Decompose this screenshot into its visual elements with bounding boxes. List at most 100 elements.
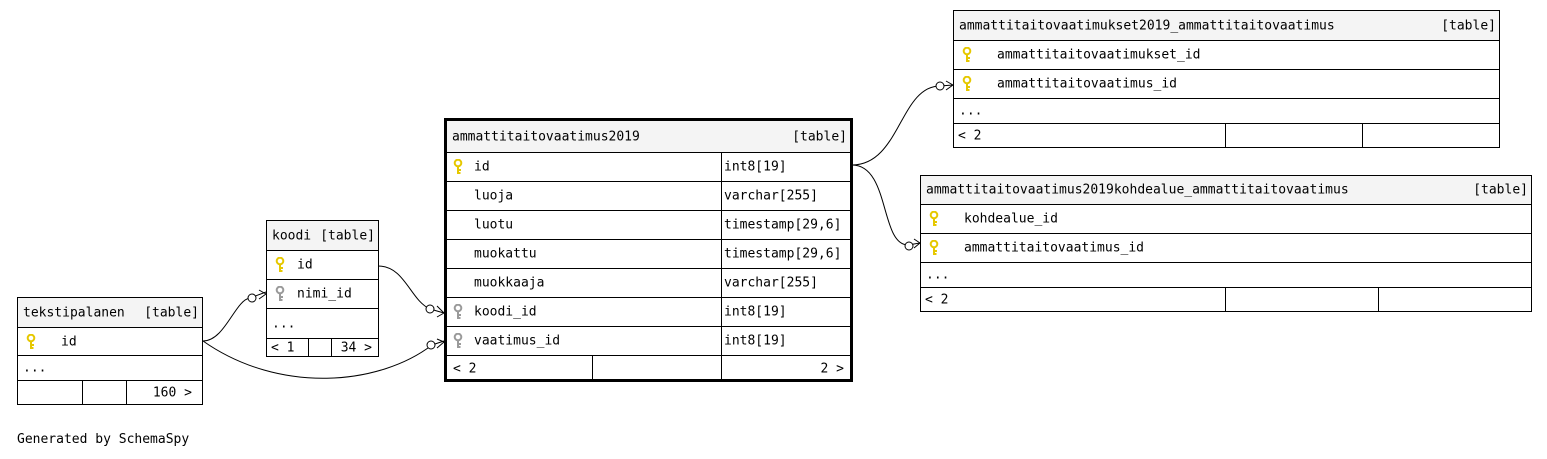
edge-koodi-to-main-many-marker bbox=[436, 305, 445, 318]
column-row-ammattitaitovaatimus-id[interactable]: ammattitaitovaatimus_id bbox=[954, 70, 1499, 99]
column-row-koodi-id[interactable]: koodi_id int8[19] bbox=[447, 298, 850, 327]
column-row-ammattitaitovaatimus-id[interactable]: ammattitaitovaatimus_id bbox=[921, 234, 1531, 263]
table-header[interactable]: ammattitaitovaatimus2019kohdealue_ammatt… bbox=[921, 176, 1531, 205]
table-header[interactable]: ammattitaitovaatimus2019 [table] bbox=[447, 121, 850, 153]
edge-tekstipalanen-to-koodi bbox=[202, 291, 267, 342]
edge-tekstipalanen-to-koodi-many-marker bbox=[258, 289, 267, 300]
column-row-id[interactable]: id bbox=[18, 328, 202, 356]
foreign-key-icon bbox=[453, 304, 463, 319]
parents-count[interactable]: < 2 bbox=[958, 128, 982, 144]
more-columns-row: ... bbox=[921, 263, 1531, 288]
edge-tekstipalanen-to-main-optional-marker bbox=[426, 340, 436, 350]
column-name: ammattitaitovaatimukset_id bbox=[997, 47, 1201, 63]
edge-main-to-mukset bbox=[851, 84, 954, 166]
primary-key-icon bbox=[929, 211, 939, 226]
table-header[interactable]: koodi [table] bbox=[267, 221, 378, 251]
column-row-kohdealue-id[interactable]: kohdealue_id bbox=[921, 205, 1531, 234]
primary-key-icon bbox=[26, 333, 36, 349]
table-footer: < 1 34 > bbox=[267, 339, 378, 357]
edge-koodi-to-main bbox=[377, 265, 445, 314]
edge-koodi-to-main-optional-marker bbox=[425, 304, 435, 314]
foreign-key-icon bbox=[275, 286, 285, 301]
column-name: koodi_id bbox=[474, 304, 537, 320]
table-name: ammattitaitovaatimus2019 bbox=[452, 129, 640, 144]
column-divider bbox=[721, 269, 722, 297]
column-row-ammattitaitovaatimukset-id[interactable]: ammattitaitovaatimukset_id bbox=[954, 41, 1499, 70]
children-count[interactable]: 160 > bbox=[152, 385, 192, 401]
parents-count[interactable]: < 2 bbox=[925, 292, 949, 308]
footer-divider bbox=[331, 339, 332, 357]
column-divider bbox=[721, 327, 722, 355]
primary-key-icon bbox=[962, 47, 972, 62]
more-columns-row: ... bbox=[267, 309, 378, 339]
footer-divider bbox=[592, 356, 593, 382]
footer-divider bbox=[1225, 124, 1226, 148]
column-row-id[interactable]: id bbox=[267, 251, 378, 280]
more-columns-ellipsis: ... bbox=[959, 103, 983, 119]
primary-key-icon bbox=[275, 257, 285, 272]
column-row-vaatimus-id[interactable]: vaatimus_id int8[19] bbox=[447, 327, 850, 356]
parents-count[interactable]: < 2 bbox=[453, 361, 477, 377]
table-name: tekstipalanen bbox=[23, 305, 125, 320]
column-name: id bbox=[474, 159, 490, 175]
column-name: id bbox=[297, 257, 313, 273]
column-name: muokkaaja bbox=[474, 275, 545, 291]
table-kind-label: [table] bbox=[320, 228, 375, 243]
column-type: int8[19] bbox=[724, 159, 787, 175]
column-divider bbox=[721, 298, 722, 326]
table-footer: < 2 2 > bbox=[447, 356, 850, 382]
primary-key-icon bbox=[962, 76, 972, 91]
table-kind-label: [table] bbox=[792, 129, 847, 144]
footer-divider bbox=[82, 381, 83, 405]
column-name: id bbox=[61, 334, 77, 349]
table-ammattitaitovaatimukset2019-ammattitaitovaatimus[interactable]: ammattitaitovaatimukset2019_ammattitaito… bbox=[953, 10, 1500, 148]
foreign-key-icon bbox=[453, 333, 463, 348]
footer-divider bbox=[126, 381, 127, 405]
column-row-nimi-id[interactable]: nimi_id bbox=[267, 280, 378, 309]
primary-key-icon bbox=[453, 159, 463, 174]
table-ammattitaitovaatimus2019[interactable]: ammattitaitovaatimus2019 [table] id int8[… bbox=[444, 118, 853, 382]
footer-divider bbox=[308, 339, 309, 357]
parents-count[interactable]: < 1 bbox=[271, 340, 295, 356]
more-columns-row: ... bbox=[18, 356, 202, 381]
footer-divider bbox=[1378, 288, 1379, 312]
edge-tekstipalanen-to-main-many-marker bbox=[436, 338, 445, 349]
table-name: ammattitaitovaatimus2019kohdealue_ammatt… bbox=[926, 182, 1349, 198]
footer-divider bbox=[1225, 288, 1226, 312]
children-count[interactable]: 34 > bbox=[340, 340, 372, 356]
more-columns-ellipsis: ... bbox=[23, 360, 47, 376]
column-type: varchar[255] bbox=[724, 188, 818, 204]
column-name: muokattu bbox=[474, 246, 537, 262]
primary-key-icon bbox=[929, 240, 939, 255]
table-header[interactable]: tekstipalanen [table] bbox=[18, 298, 202, 328]
table-tekstipalanen[interactable]: tekstipalanen [table] id ... 160 > bbox=[17, 297, 203, 405]
column-name: ammattitaitovaatimus_id bbox=[964, 240, 1145, 256]
table-header[interactable]: ammattitaitovaatimukset2019_ammattitaito… bbox=[954, 11, 1499, 41]
column-divider bbox=[721, 211, 722, 239]
column-type: int8[19] bbox=[724, 304, 787, 320]
column-type: int8[19] bbox=[724, 333, 787, 349]
column-divider bbox=[721, 153, 722, 181]
generated-by-label: Generated by SchemaSpy bbox=[17, 432, 190, 447]
table-koodi[interactable]: koodi [table] id nimi_id ... < 1 34 > bbox=[266, 220, 379, 357]
edge-main-to-mukset-optional-marker bbox=[935, 81, 945, 91]
more-columns-ellipsis: ... bbox=[272, 316, 296, 331]
edge-main-to-kohdealue-optional-marker bbox=[904, 241, 914, 251]
edge-tekstipalanen-to-koodi-optional-marker bbox=[247, 293, 257, 303]
children-count[interactable]: 2 > bbox=[820, 361, 844, 377]
column-row-id[interactable]: id int8[19] bbox=[447, 153, 850, 182]
column-divider bbox=[721, 182, 722, 210]
column-name: vaatimus_id bbox=[474, 333, 561, 349]
edge-main-to-kohdealue-many-marker bbox=[913, 238, 921, 249]
column-row-muokattu[interactable]: muokattu timestamp[29,6] bbox=[447, 240, 850, 269]
table-ammattitaitovaatimus2019kohdealue-ammattitaitovaatimus[interactable]: ammattitaitovaatimus2019kohdealue_ammatt… bbox=[920, 175, 1532, 312]
column-type: timestamp[29,6] bbox=[724, 246, 842, 262]
table-kind-label: [table] bbox=[1473, 182, 1528, 198]
table-footer: 160 > bbox=[18, 381, 202, 405]
edge-main-to-mukset-many-marker bbox=[945, 80, 954, 91]
table-kind-label: [table] bbox=[1441, 18, 1496, 33]
